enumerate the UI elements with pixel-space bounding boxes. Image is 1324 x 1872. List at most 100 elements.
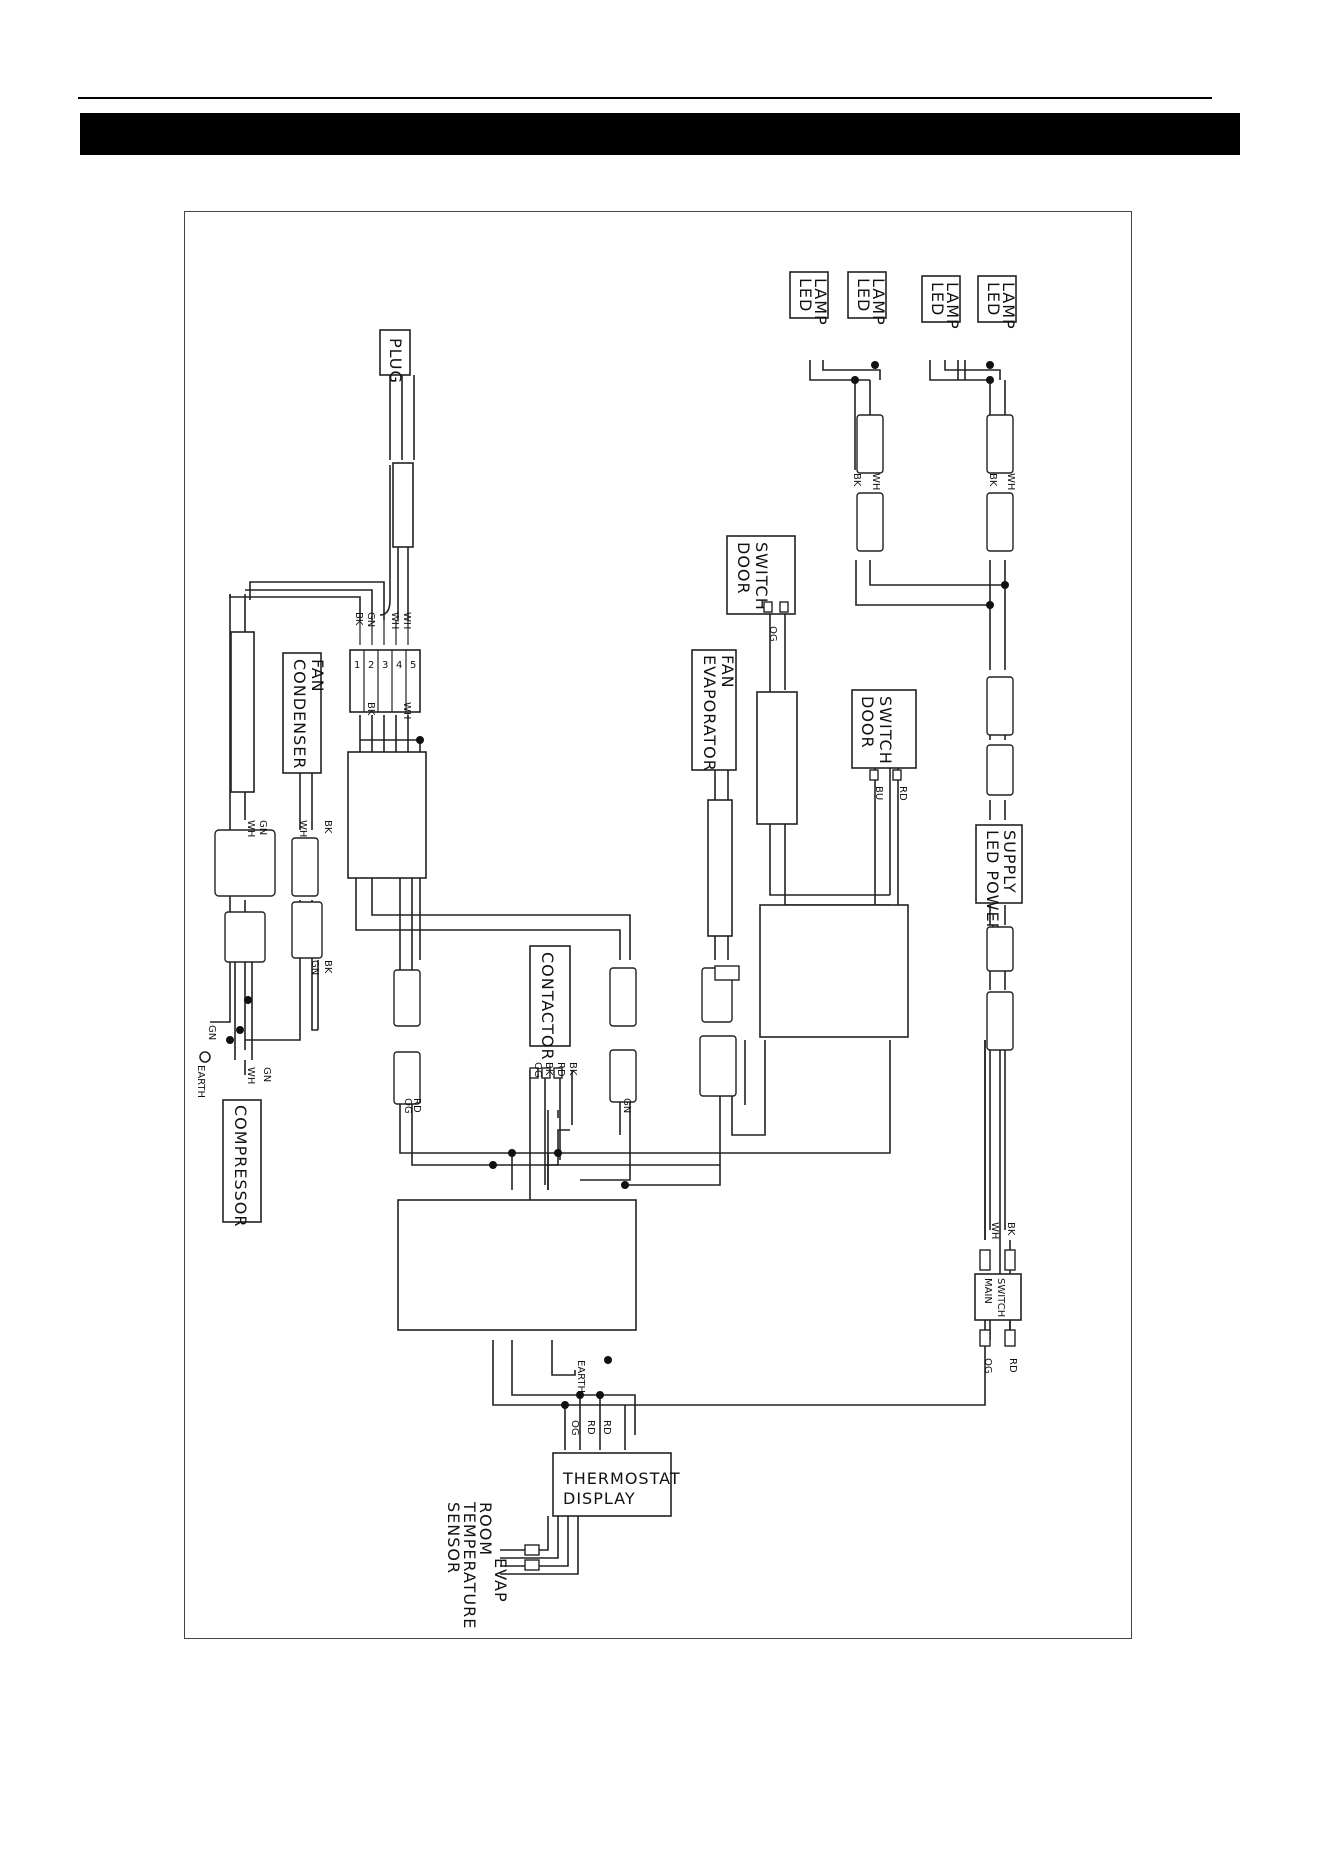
main-switch-lead-2 — [1004, 1249, 1016, 1271]
main-switch-lead-1 — [979, 1249, 991, 1271]
terminal-block: 1 2 3 4 5 — [349, 649, 421, 713]
door-switch-lower-terminal-1 — [869, 769, 879, 781]
condenser-fan-label-1: CONDENSER — [290, 659, 309, 770]
door-switch-upper-terminal-1 — [763, 601, 773, 613]
door-switch-lower-label-1: DOOR — [858, 696, 877, 749]
led-lamp-4: LED LAMP — [977, 275, 1018, 330]
wire-code: BK — [543, 1062, 554, 1076]
main-switch-label-2: SWITCH — [995, 1278, 1006, 1317]
led-lamp-4-label-1: LED — [984, 282, 1003, 316]
contactor-terminal-3 — [553, 1067, 563, 1079]
wire-code: WH — [297, 820, 308, 837]
wire-code: BK — [322, 960, 333, 974]
compressor-connector-a — [214, 829, 276, 897]
led-lamp-4-label-2: LAMP — [999, 282, 1018, 330]
terminal-3: 3 — [382, 660, 388, 671]
door-switch-upper-terminal-2 — [779, 601, 789, 613]
evaporator-fan-cable-sleeve — [707, 799, 733, 937]
door-switch-upper-label-2: SWITCH — [752, 542, 771, 611]
contactor-label: CONTACTOR — [538, 952, 557, 1061]
led-lamp-2: LED LAMP — [847, 271, 888, 326]
main-switch-label-1: MAIN — [982, 1278, 993, 1304]
evaporator-fan-label-2: FAN — [718, 655, 737, 689]
wire-code: WH — [870, 473, 881, 490]
sensor-label: SENSOR — [444, 1502, 463, 1574]
evap-label: EVAP — [491, 1558, 510, 1603]
plug: PLUG — [379, 329, 411, 384]
wire-code: BK — [567, 1062, 578, 1076]
wire-code: BK — [322, 820, 333, 834]
wire-code: GN — [261, 1067, 272, 1082]
led-lamp-3-label-1: LED — [928, 282, 947, 316]
led-connector-g — [986, 926, 1014, 972]
led-lamp-3-label-2: LAMP — [943, 282, 962, 330]
wire-code: OG — [532, 1062, 543, 1078]
wire-code: WH — [401, 702, 412, 719]
wire-code: OG — [767, 626, 778, 642]
wire-code: WH — [401, 612, 412, 629]
wire-code: GN — [621, 1098, 632, 1113]
connector-c4 — [609, 1049, 637, 1103]
plug-label: PLUG — [386, 338, 405, 384]
wire-code: BK — [987, 473, 998, 487]
connector-c2 — [393, 1051, 421, 1105]
terminal-1: 1 — [354, 660, 360, 671]
led-connector-b — [856, 492, 884, 552]
door-switch-lower-terminal-2 — [892, 769, 902, 781]
terminal-2: 2 — [368, 660, 374, 671]
title-bar — [80, 113, 1240, 155]
terminal-4: 4 — [396, 660, 402, 671]
door-switch-upper: DOOR SWITCH — [726, 535, 796, 615]
door-switch-lower: DOOR SWITCH — [851, 689, 917, 769]
main-controller-box — [397, 1199, 637, 1331]
led-connector-h — [986, 991, 1014, 1051]
temperature-label: TEMPERATURE — [460, 1501, 479, 1629]
wire-code: RD — [1007, 1358, 1018, 1373]
wire-code: GN — [206, 1025, 217, 1040]
wire-code: GN — [365, 612, 376, 627]
wire-code: RD — [897, 786, 908, 801]
connector-c1 — [393, 969, 421, 1027]
controller-earth-label: EARTH — [575, 1360, 586, 1393]
thermostat-label-2: DISPLAY — [563, 1489, 636, 1508]
room-label: ROOM — [476, 1502, 495, 1556]
door-switch-cable-sleeve — [756, 691, 798, 825]
led-connector-f — [986, 744, 1014, 796]
diagram-frame — [184, 211, 1132, 1639]
wires — [210, 360, 1011, 1450]
compressor-connector-b — [224, 911, 266, 963]
led-connector-c — [986, 414, 1014, 474]
wire-code: RD — [555, 1062, 566, 1077]
wire-code: OG — [982, 1358, 993, 1374]
led-connector-a — [856, 414, 884, 474]
condenser-fan-connector-b — [291, 901, 323, 959]
wire-code: BK — [365, 702, 376, 716]
led-connector-e — [986, 676, 1014, 736]
led-lamp-3: LED LAMP — [921, 275, 962, 330]
condenser-fan: CONDENSER FAN — [282, 652, 327, 774]
main-switch-lead-4 — [1004, 1329, 1016, 1347]
led-lamp-2-label-2: LAMP — [869, 278, 888, 326]
room-sensor-plug — [524, 1544, 540, 1556]
earth-label: EARTH — [195, 1065, 206, 1098]
wire-code: RD — [585, 1420, 596, 1435]
compressor-cable-sleeve — [230, 631, 255, 793]
led-connector-d — [986, 492, 1014, 552]
led-lamp-1-label-1: LED — [796, 278, 815, 312]
wire-code: BK — [1005, 1222, 1016, 1236]
wire-code: GN — [257, 820, 268, 835]
main-switch-lead-3 — [979, 1329, 991, 1347]
plug-cable-sleeve — [392, 462, 414, 548]
condenser-fan-label-2: FAN — [308, 659, 327, 693]
contactor-terminal-2 — [541, 1067, 551, 1079]
led-lamp-1-label-2: LAMP — [811, 278, 830, 326]
contactor: CONTACTOR — [529, 945, 571, 1061]
connector-c3 — [609, 967, 637, 1027]
wire-code: GN — [309, 960, 320, 975]
temperature-sensor: ROOM EVAP TEMPERATURE SENSOR — [444, 1501, 579, 1629]
wire-code: RD — [601, 1420, 612, 1435]
condenser-fan-connector-a — [291, 837, 319, 897]
door-switch-upper-label-1: DOOR — [734, 542, 753, 595]
thermostat-label-1: THERMOSTAT — [562, 1469, 681, 1488]
